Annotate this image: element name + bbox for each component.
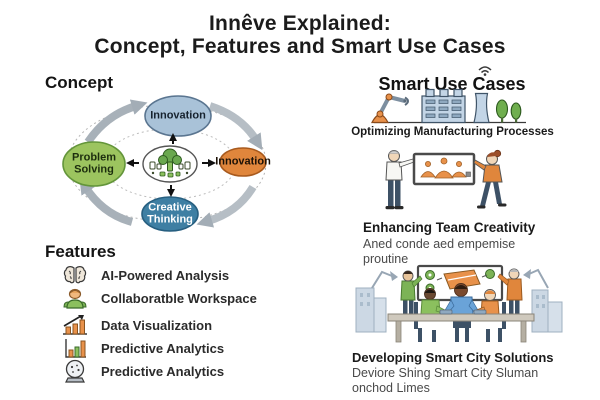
rotation-arrow-bottom-right — [196, 184, 257, 228]
use-case-3-title: Developing Smart City Solutions — [352, 350, 554, 365]
standing-person-green — [400, 270, 423, 316]
page-title-line1: Innêve Explained: — [209, 12, 391, 35]
feature-item: Collaboratble Workspace — [60, 287, 257, 309]
brain-icon — [60, 264, 90, 286]
node-label-innovation-right: Innovation — [215, 155, 271, 168]
concept-cycle-svg — [62, 95, 267, 232]
factory-automation-illustration — [348, 88, 528, 125]
trees-icon — [495, 99, 522, 123]
robot-arm-icon — [371, 93, 409, 124]
factory-icon — [421, 88, 466, 124]
smart-city-meeting-illustration — [350, 262, 570, 348]
wifi-icon — [476, 62, 494, 81]
node-creative-thinking — [141, 196, 199, 232]
bar-chart-icon — [60, 337, 90, 359]
crystal-ball-icon — [60, 359, 90, 383]
feature-label: Predictive Analytics — [101, 340, 225, 356]
feature-item: Predictive Analytics — [60, 337, 224, 359]
collaboration-icon — [60, 287, 90, 309]
use-case-3-subtitle: Deviore Shing Smart City Sluman onchod L… — [352, 366, 539, 395]
use-cases-heading: Smart Use Cases — [378, 74, 526, 94]
meeting-table — [387, 309, 535, 343]
node-innovation-top — [144, 95, 212, 137]
node-problem-solving — [62, 141, 126, 187]
node-label-innovation-top: Innovation — [150, 109, 206, 122]
node-innovation-right — [219, 147, 267, 177]
use-case-2-title: Enhancing Team Creativity — [363, 220, 536, 235]
feature-label: Collaboratble Workspace — [101, 290, 257, 306]
feature-item: Predictive Analytics — [60, 359, 225, 383]
page-title-line2: Concept, Features and Smart Use Cases — [94, 35, 506, 58]
desk-lamp-icons — [371, 268, 549, 289]
node-label-problem-solving: Problem Solving — [71, 151, 116, 175]
use-case-2-subtitle: Aned conde aed empemise proutine — [363, 237, 516, 266]
feature-item: AI-Powered Analysis — [60, 264, 229, 286]
city-skyline — [355, 287, 563, 333]
rotation-arrow-top-right — [208, 102, 263, 151]
rotation-arrow-bottom-left — [79, 177, 134, 226]
concept-cycle-diagram: Innovation Problem Solving Innovation Cr… — [40, 90, 320, 245]
features-heading: Features — [45, 242, 116, 261]
feature-label: AI-Powered Analysis — [101, 267, 230, 283]
feature-item: Data Visualization — [60, 314, 212, 336]
man-figure — [385, 150, 415, 210]
use-case-1-title: Optimizing Manufacturing Processes — [351, 126, 554, 138]
feature-label: Predictive Analytics — [101, 363, 225, 379]
community-tree-icon — [149, 148, 191, 178]
cooling-tower-icon — [473, 92, 490, 124]
whiteboard-icon — [412, 152, 476, 186]
rotation-arrow-top-left — [84, 99, 148, 145]
feature-label: Data Visualization — [101, 317, 213, 333]
chart-growth-icon — [60, 314, 90, 336]
concept-heading: Concept — [45, 73, 113, 92]
standing-person-orange — [497, 268, 523, 316]
team-whiteboard-illustration — [380, 148, 522, 216]
node-label-creative-thinking: Creative Thinking — [147, 201, 193, 225]
woman-figure — [473, 149, 507, 209]
